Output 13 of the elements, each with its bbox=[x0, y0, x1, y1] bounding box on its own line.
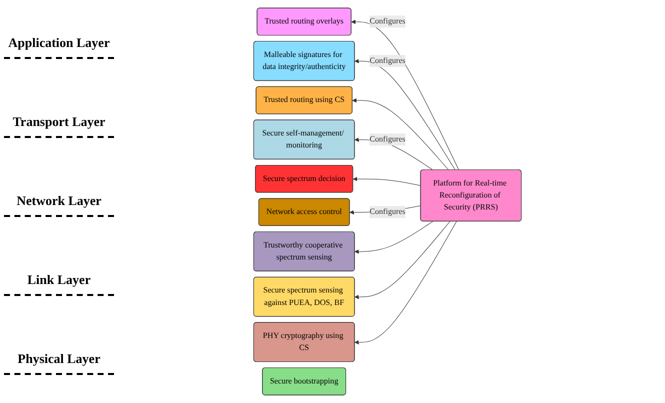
edge-label: Configures bbox=[370, 208, 406, 216]
layer-label: Link Layer bbox=[4, 266, 114, 296]
edge-label: Configures bbox=[370, 17, 406, 26]
edge-label: Configures bbox=[370, 56, 406, 65]
layer-label: Transport Layer bbox=[4, 108, 114, 138]
layer-label: Application Layer bbox=[4, 28, 114, 58]
arrow bbox=[354, 221, 450, 300]
layer-label: Physical Layer bbox=[4, 344, 114, 374]
layer-label: Network Layer bbox=[4, 186, 114, 216]
arrow bbox=[352, 176, 422, 186]
arrow bbox=[354, 221, 457, 344]
edge-label: Configures bbox=[370, 134, 406, 144]
arrow bbox=[354, 221, 434, 254]
